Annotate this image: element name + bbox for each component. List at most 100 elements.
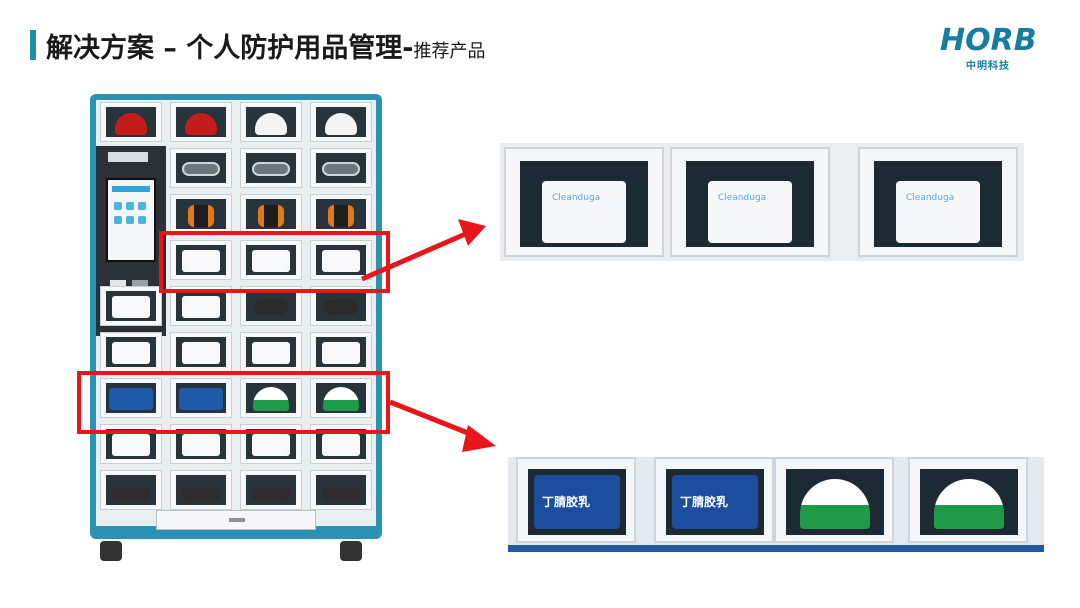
locker-cell[interactable] [100, 286, 162, 326]
locker-cell[interactable] [310, 194, 372, 234]
locker-cell[interactable] [240, 194, 302, 234]
locker-window [176, 153, 226, 183]
pack-white-item [322, 250, 360, 272]
boots-item [328, 205, 354, 227]
locker-cell[interactable] [100, 332, 162, 372]
cap-green-item [253, 387, 289, 411]
zoom-locker-cell: 丁腈胶乳 [654, 457, 774, 543]
glove-bag-label: 丁腈胶乳 [542, 495, 591, 509]
coverall-pack: Cleanduga [896, 181, 980, 243]
pack-brand-label: Cleanduga [906, 193, 955, 203]
locker-window [316, 475, 366, 505]
locker-window [316, 153, 366, 183]
highlight-box-bottom [77, 371, 390, 434]
locker-window [176, 475, 226, 505]
page-title-sub: 推荐产品 [413, 41, 486, 62]
locker-cell[interactable] [240, 378, 302, 418]
locker-cell[interactable] [100, 102, 162, 142]
locker-cell[interactable] [240, 240, 302, 280]
locker-cell[interactable] [310, 332, 372, 372]
shoes-item [321, 487, 361, 501]
boots-item [188, 205, 214, 227]
arrow-head-top [458, 219, 486, 246]
locker-window [176, 107, 226, 137]
shoe-cover-item [800, 479, 870, 529]
touch-screen[interactable] [106, 178, 156, 262]
zoom-locker-cell: 丁腈胶乳 [516, 457, 636, 543]
locker-cell[interactable] [170, 194, 232, 234]
pack-white-item [112, 434, 150, 456]
zoom-locker-window [786, 469, 884, 535]
screen-app-icon[interactable] [126, 216, 134, 224]
locker-window [176, 383, 226, 413]
locker-window [246, 383, 296, 413]
screen-app-icon[interactable] [114, 216, 122, 224]
screen-app-icon[interactable] [138, 202, 146, 210]
locker-cell[interactable] [170, 240, 232, 280]
locker-cell[interactable] [170, 102, 232, 142]
zoom-panel-top: Cleanduga Cleanduga Cleanduga [500, 143, 1024, 261]
locker-cell[interactable] [100, 470, 162, 510]
locker-cell[interactable] [240, 148, 302, 188]
zoom-locker-cell: Cleanduga [504, 147, 664, 257]
locker-window [106, 475, 156, 505]
locker-cell[interactable] [170, 148, 232, 188]
locker-window [176, 291, 226, 321]
pack-white-item [252, 434, 290, 456]
zoom-locker-cell: Cleanduga [858, 147, 1018, 257]
locker-cell[interactable] [170, 378, 232, 418]
locker-window [106, 107, 156, 137]
locker-window [316, 383, 366, 413]
locker-cell[interactable] [310, 148, 372, 188]
arrow-head-bottom [462, 425, 496, 452]
helmet-red-item [185, 113, 217, 135]
zoom-locker-cell: Cleanduga [670, 147, 830, 257]
mask-black-item [324, 299, 358, 315]
screen-app-icon[interactable] [126, 202, 134, 210]
locker-cell[interactable] [240, 286, 302, 326]
pack-brand-label: Cleanduga [552, 193, 601, 203]
highlight-box-top [159, 231, 390, 293]
locker-cell[interactable] [310, 102, 372, 142]
locker-cell[interactable] [310, 470, 372, 510]
locker-cell[interactable] [240, 424, 302, 464]
locker-window [246, 475, 296, 505]
helmet-red-item [115, 113, 147, 135]
boots-item [258, 205, 284, 227]
locker-window [176, 337, 226, 367]
drawer-handle[interactable] [229, 518, 245, 522]
page-title: 解决方案 – 个人防护用品管理-推荐产品 [46, 26, 486, 65]
goggles-item [322, 162, 360, 176]
zoom-locker-window: Cleanduga [520, 161, 648, 247]
locker-window [246, 429, 296, 459]
locker-window [246, 199, 296, 229]
zoom-locker-cell [774, 457, 894, 543]
locker-cell[interactable] [100, 378, 162, 418]
company-logo: HORB 中明科技 [936, 18, 1056, 72]
shoes-item [251, 487, 291, 501]
locker-window [316, 245, 366, 275]
screen-app-icon[interactable] [138, 216, 146, 224]
locker-cell[interactable] [310, 240, 372, 280]
locker-cell[interactable] [310, 378, 372, 418]
locker-window [246, 107, 296, 137]
locker-window [316, 107, 366, 137]
pack-white-item [252, 342, 290, 364]
screen-app-icon[interactable] [114, 202, 122, 210]
bottom-drawer[interactable] [156, 510, 316, 530]
locker-cell[interactable] [170, 332, 232, 372]
shoes-item [181, 487, 221, 501]
shoes-item [111, 487, 151, 501]
nitrile-glove-bag: 丁腈胶乳 [534, 475, 620, 529]
page-title-main: 解决方案 – 个人防护用品管理- [46, 33, 414, 64]
locker-window [246, 245, 296, 275]
locker-window [176, 245, 226, 275]
locker-window [316, 337, 366, 367]
locker-cell[interactable] [240, 470, 302, 510]
locker-cell[interactable] [170, 470, 232, 510]
helmet-white-item [255, 113, 287, 135]
coverall-pack: Cleanduga [708, 181, 792, 243]
horb-logo-icon: HORB [940, 23, 1037, 58]
locker-window [316, 199, 366, 229]
locker-cell[interactable] [240, 102, 302, 142]
